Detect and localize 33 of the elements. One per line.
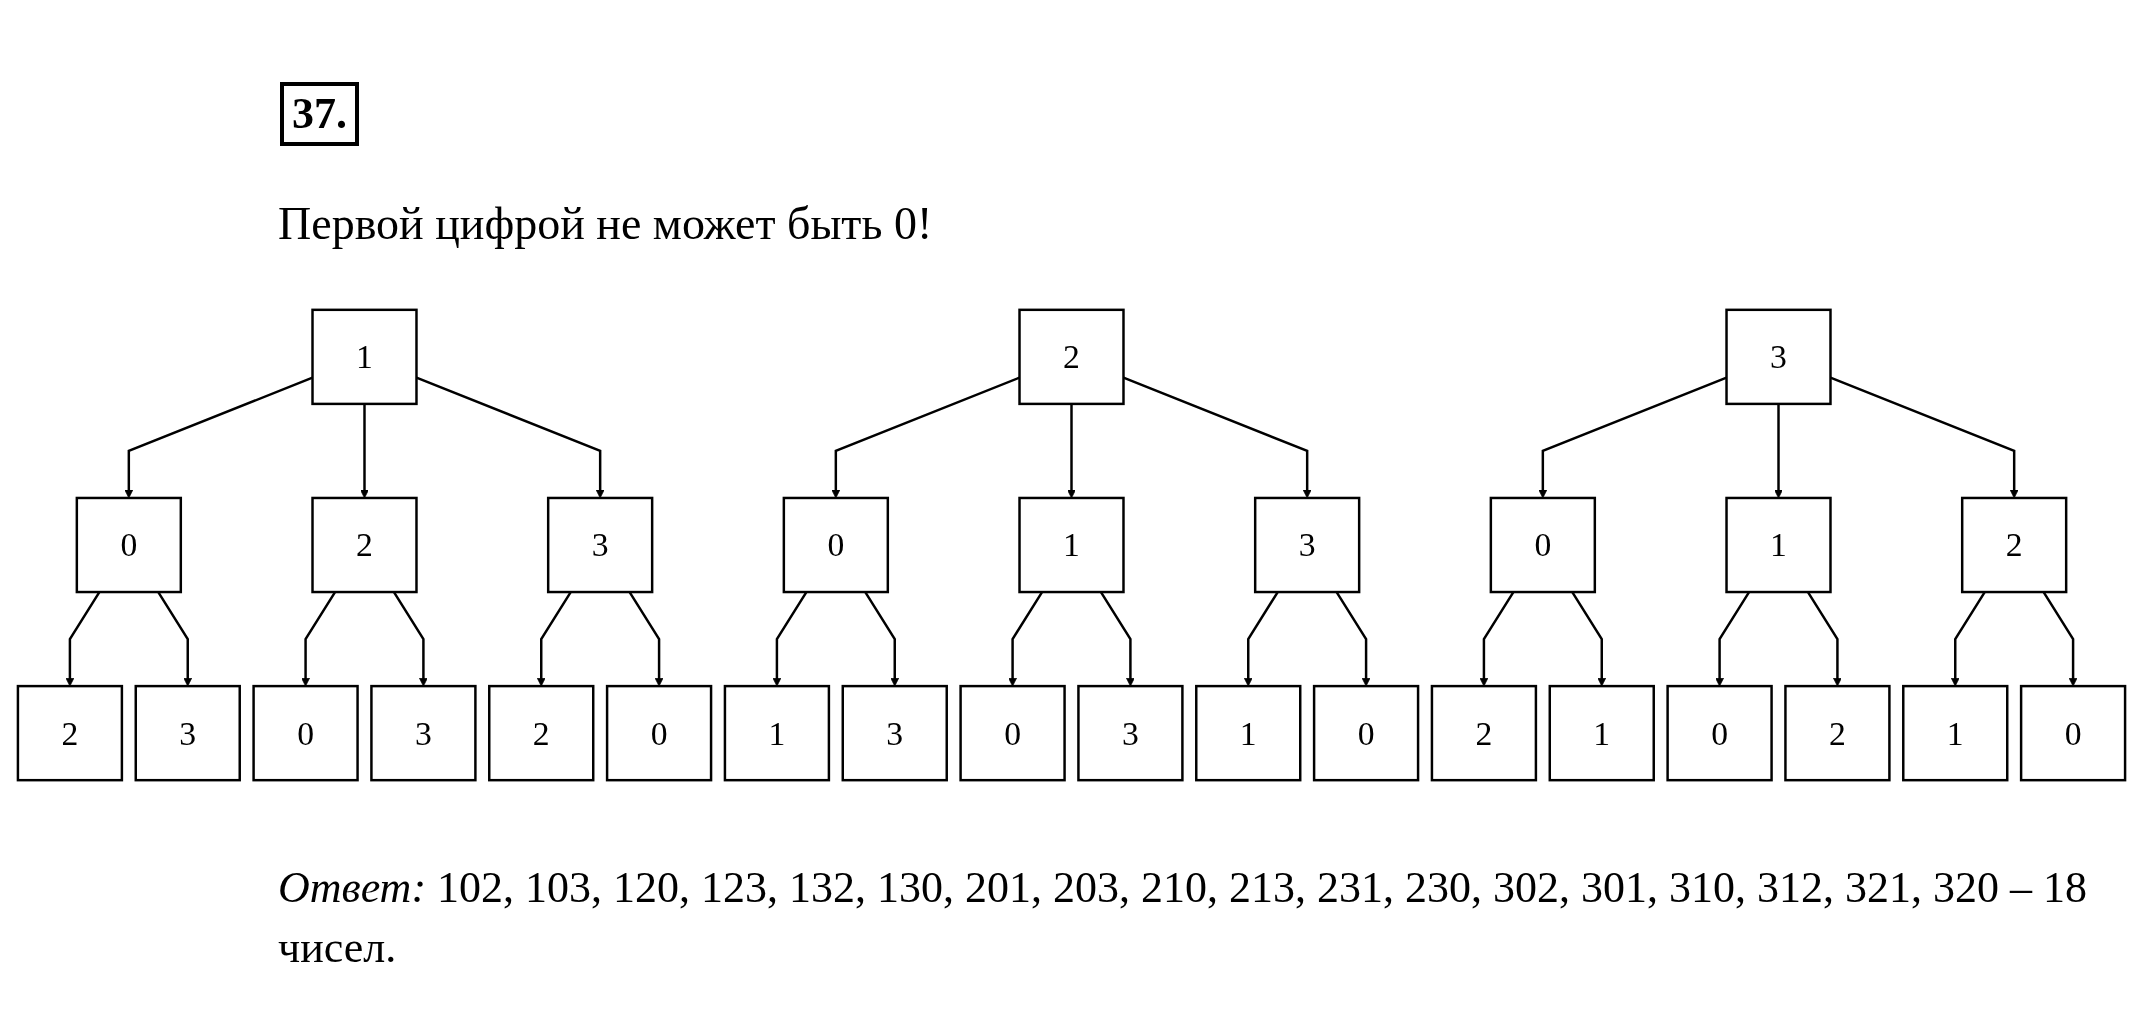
- number-box: 2: [16, 684, 124, 782]
- number-box: 3: [546, 496, 654, 594]
- exercise-number: 37.: [280, 82, 359, 146]
- number-box: 0: [1312, 684, 1420, 782]
- number-box: 3: [1725, 308, 1832, 406]
- number-box: 0: [2019, 684, 2127, 782]
- number-box: 0: [1666, 684, 1773, 782]
- number-box: 1: [1195, 684, 1302, 782]
- number-box: 3: [370, 684, 477, 782]
- number-box: 2: [1960, 496, 2068, 594]
- number-box: 0: [1489, 496, 1597, 594]
- number-box: 0: [605, 684, 713, 782]
- number-box: 2: [488, 684, 595, 782]
- number-box: 2: [1430, 684, 1538, 782]
- number-box: 2: [311, 496, 418, 594]
- number-box: 3: [1253, 496, 1361, 594]
- number-box: 3: [1077, 684, 1184, 782]
- number-box: 0: [959, 684, 1066, 782]
- number-box: 3: [841, 684, 948, 782]
- number-box: 0: [75, 496, 183, 594]
- number-box: 2: [1784, 684, 1891, 782]
- number-box: 0: [252, 684, 359, 782]
- number-box: 1: [1548, 684, 1655, 782]
- number-box: 1: [311, 308, 418, 406]
- number-box: 1: [1725, 496, 1832, 594]
- number-box: 3: [134, 684, 241, 782]
- number-box: 0: [782, 496, 890, 594]
- number-box: 1: [1018, 496, 1125, 594]
- answer-text: Ответ: 102, 103, 120, 123, 132, 130, 201, 203, 210, 213, 231, 230, 302, 301, 310, 312, 321, 320 – 18 чисел.: [278, 862, 2089, 974]
- number-box: 1: [723, 684, 831, 782]
- number-box: 1: [1902, 684, 2009, 782]
- note-text: Первой цифрой не может быть 0!: [278, 197, 933, 251]
- number-box: 2: [1018, 308, 1125, 406]
